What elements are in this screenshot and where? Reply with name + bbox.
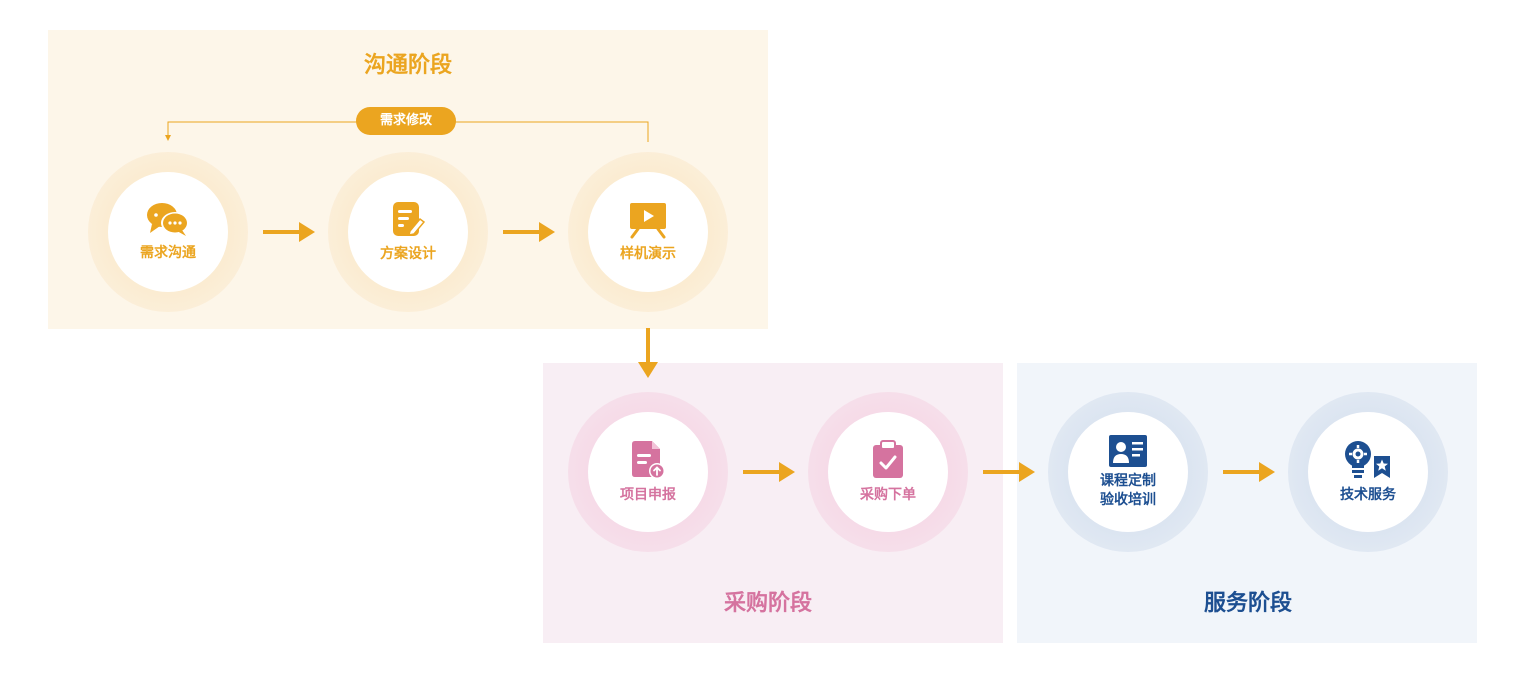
node-requirement-communication: 需求沟通 bbox=[88, 152, 248, 312]
flow-arrow-right bbox=[503, 222, 555, 242]
node-project-application: 项目申报 bbox=[568, 392, 728, 552]
flow-arrow-right bbox=[743, 462, 795, 482]
procurement-stage-title: 采购阶段 bbox=[723, 591, 812, 616]
node-label: 技术服务 bbox=[1340, 486, 1396, 503]
presentation-board-icon bbox=[630, 202, 666, 238]
clipboard-check-icon bbox=[873, 439, 903, 478]
revision-badge: 需求修改 bbox=[356, 107, 456, 135]
node-technical-service: 技术服务 bbox=[1288, 392, 1448, 552]
node-course-customization: 课程定制 验收培训 bbox=[1048, 392, 1208, 552]
communication-stage-title: 沟通阶段 bbox=[363, 53, 452, 78]
flow-arrow-down bbox=[638, 328, 658, 378]
document-edit-icon bbox=[393, 201, 426, 236]
node-label: 需求沟通 bbox=[140, 244, 196, 261]
lightbulb-gear-icon bbox=[1345, 440, 1390, 478]
flow-arrow-right bbox=[983, 462, 1035, 482]
node-solution-design: 方案设计 bbox=[328, 152, 488, 312]
chat-bubbles-icon bbox=[147, 202, 189, 236]
node-label: 项目申报 bbox=[620, 486, 676, 503]
node-label: 样机演示 bbox=[620, 245, 676, 262]
node-label: 采购下单 bbox=[860, 486, 916, 503]
node-label-line1: 课程定制 bbox=[1100, 473, 1156, 489]
node-purchase-order: 采购下单 bbox=[808, 392, 968, 552]
id-card-icon bbox=[1109, 435, 1147, 467]
node-label: 方案设计 bbox=[380, 245, 436, 262]
service-stage-title: 服务阶段 bbox=[1203, 591, 1292, 616]
flow-arrow-right bbox=[263, 222, 315, 242]
flow-arrow-right bbox=[1223, 462, 1275, 482]
node-label-line2: 验收培训 bbox=[1100, 492, 1156, 508]
document-upload-icon bbox=[632, 440, 665, 479]
node-prototype-demo: 样机演示 bbox=[568, 152, 728, 312]
